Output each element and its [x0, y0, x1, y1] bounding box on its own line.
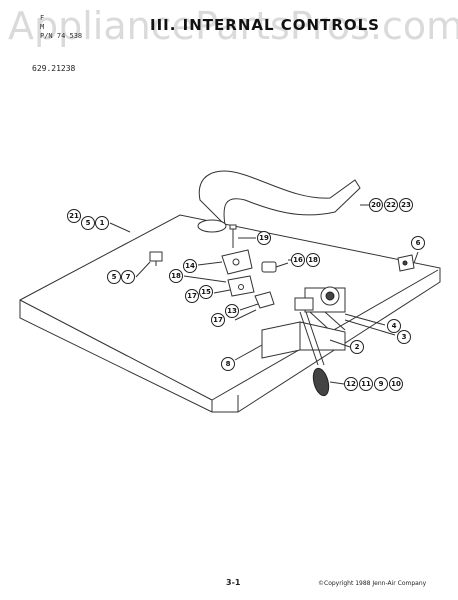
svg-text:2: 2 [355, 343, 360, 351]
leader-lines [109, 204, 419, 385]
callout-7: 7 [121, 270, 135, 284]
bracket-plate-14 [221, 249, 253, 275]
svg-text:22: 22 [386, 201, 396, 209]
watermark: AppliancePartsPros.com [8, 4, 458, 48]
svg-text:23: 23 [401, 201, 411, 209]
callout-4: 4 [387, 319, 401, 333]
lever-arm [299, 311, 330, 397]
bracket-6 [397, 254, 415, 272]
svg-text:17: 17 [213, 316, 223, 324]
callout-10: 10 [389, 377, 403, 391]
svg-text:10: 10 [391, 380, 401, 388]
svg-text:15: 15 [201, 288, 211, 296]
callout-3: 3 [397, 330, 411, 344]
screw [229, 224, 237, 248]
page-title: III. INTERNAL CONTROLS [150, 16, 380, 34]
copyright-notice: ©Copyright 1988 Jenn-Air Company [318, 580, 427, 587]
svg-text:5: 5 [112, 273, 117, 281]
callout-19: 19 [257, 231, 271, 245]
header-line-2: M [40, 23, 45, 31]
svg-text:18: 18 [308, 256, 318, 264]
callout-5-lower: 5 [107, 270, 121, 284]
callout-17-upper: 17 [185, 289, 199, 303]
svg-text:7: 7 [126, 273, 131, 281]
component-13 [254, 291, 275, 309]
callout-2: 2 [350, 340, 364, 354]
svg-text:18: 18 [171, 272, 181, 280]
svg-text:20: 20 [371, 201, 381, 209]
callout-18-left: 18 [169, 269, 183, 283]
svg-text:8: 8 [226, 360, 231, 368]
callout-14: 14 [183, 259, 197, 273]
callout-22: 22 [384, 198, 398, 212]
callout-12: 12 [344, 377, 358, 391]
callout-15: 15 [199, 285, 213, 299]
component-15 [227, 275, 255, 297]
model-number: 629.21238 [32, 64, 76, 73]
callout-13: 13 [225, 304, 239, 318]
callout-20: 20 [369, 198, 383, 212]
callout-16: 16 [291, 253, 305, 267]
svg-text:14: 14 [185, 262, 195, 270]
svg-text:6: 6 [416, 239, 421, 247]
callout-18-right: 18 [306, 253, 320, 267]
callout-5: 5 [81, 216, 95, 230]
svg-text:4: 4 [392, 322, 397, 330]
callout-8: 8 [221, 357, 235, 371]
connector-7 [149, 251, 163, 266]
svg-text:21: 21 [69, 212, 79, 220]
svg-text:13: 13 [227, 307, 237, 315]
svg-text:5: 5 [86, 219, 91, 227]
svg-text:11: 11 [361, 380, 371, 388]
svg-text:19: 19 [259, 234, 269, 242]
callout-21: 21 [67, 209, 81, 223]
header-line-1: F [40, 14, 45, 22]
svg-text:12: 12 [346, 380, 356, 388]
svg-text:3: 3 [402, 333, 407, 341]
svg-text:17: 17 [187, 292, 197, 300]
svg-text:16: 16 [293, 256, 303, 264]
callout-17-lower: 17 [211, 313, 225, 327]
callout-6: 6 [411, 236, 425, 250]
page-number: 3-1 [226, 578, 241, 587]
svg-text:1: 1 [100, 219, 105, 227]
svg-text:9: 9 [379, 380, 384, 388]
duct-tube [197, 170, 361, 233]
callout-1: 1 [95, 216, 109, 230]
callout-11: 11 [359, 377, 373, 391]
component-16 [261, 261, 289, 273]
switch-assembly [294, 286, 346, 336]
header-part-number: P/N 74 538 [40, 32, 83, 40]
callout-23: 23 [399, 198, 413, 212]
callout-9: 9 [374, 377, 388, 391]
